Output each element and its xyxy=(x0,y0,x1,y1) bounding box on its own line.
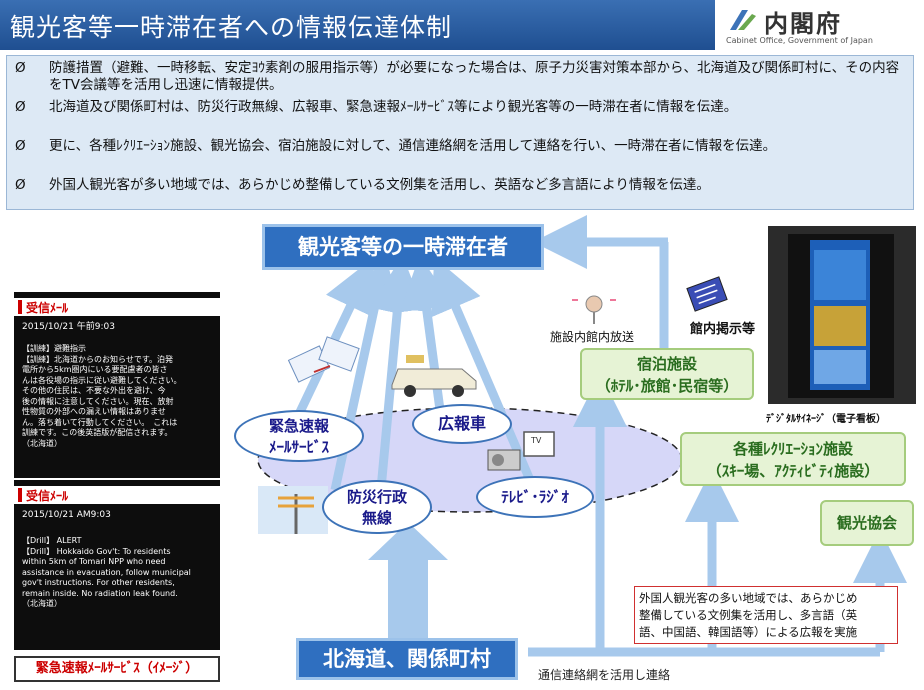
sms-jp-line: ん。落ち着いて行動してください。 これは xyxy=(22,417,178,427)
target-label: 観光客等の一時滞在者 xyxy=(298,235,508,259)
mail-service-line2: ﾒｰﾙｻｰﾋﾞｽ xyxy=(268,438,329,456)
sms-jp-line: 【訓練】避難指示 xyxy=(22,344,86,353)
bulletin-label: 館内掲示等 xyxy=(690,322,756,337)
bullet-mark: Ø xyxy=(15,138,26,154)
source-arrow xyxy=(368,522,448,660)
sms-japanese-time: 2015/10/21 午前9:03 xyxy=(22,322,115,332)
bullet-text: 外国人観光客が多い地域では、あらかじめ整備している文例集を活用し、英語など多言語… xyxy=(49,177,710,193)
bullet-text: 更に、各種ﾚｸﾘｴｰｼｮﾝ施設、観光協会、宿泊施設に対して、通信連絡網を活用して… xyxy=(49,138,777,154)
sms-jp-line: （北海道） xyxy=(22,438,62,448)
cabinet-office-logo: 内閣府 Cabinet Office, Government of Japan xyxy=(722,4,922,50)
multilingual-line3: 語、中国語、韓国語等）による広報を実施 xyxy=(639,625,858,639)
recreation-line2: （ｽｷｰ場、ｱｸﾃｨﾋﾞﾃｨ施設） xyxy=(706,462,880,480)
tv-radio-label: ﾃﾚﾋﾞ･ﾗｼﾞｵ xyxy=(501,488,569,506)
recreation-box: 各種ﾚｸﾘｴｰｼｮﾝ施設 （ｽｷｰ場、ｱｸﾃｨﾋﾞﾃｨ施設） xyxy=(680,432,906,486)
publicity-car-label: 広報車 xyxy=(437,414,486,433)
sms-jp-line: その他の住民は、不要な外出を避け、今 xyxy=(22,386,166,395)
sms-jp-line: 【訓練】北海道からのお知らせです。泊発 xyxy=(22,354,174,364)
bullet-mark: Ø xyxy=(15,60,26,76)
multilingual-line2: 整備している文例集を活用し、多言語（英 xyxy=(639,608,858,622)
logo-english: Cabinet Office, Government of Japan xyxy=(726,36,873,45)
source-caption: 通信連絡網を活用し連絡 xyxy=(538,668,671,682)
sms-english-header: 受信ﾒｰﾙ xyxy=(14,486,220,504)
target-box: 観光客等の一時滞在者 xyxy=(262,224,544,270)
sms-en-line: within 5km of Tomari NPP who need xyxy=(22,557,166,566)
tv-screen-label: TV xyxy=(531,436,542,445)
publicity-car-node: 広報車 xyxy=(412,404,512,444)
bullet-mark: Ø xyxy=(15,99,26,115)
publicity-car-icon xyxy=(391,355,477,397)
disaster-radio-line2: 無線 xyxy=(361,509,392,527)
title-bar: 観光客等一時滞在者への情報伝達体制 xyxy=(0,0,715,50)
mail-icon xyxy=(287,336,360,383)
sms-en-line: 【Drill】 ALERT xyxy=(22,536,82,545)
speaker-icon xyxy=(572,295,616,324)
source-label: 北海道、関係町村 xyxy=(323,647,491,671)
source-box: 北海道、関係町村 xyxy=(296,638,518,680)
sms-en-line: gov't instructions. For other residents, xyxy=(22,578,175,587)
signage-caption: ﾃﾞｼﾞﾀﾙｻｲﾈｰｼﾞ（電子看板） xyxy=(766,414,886,425)
radio-tv-icon xyxy=(487,431,555,471)
mail-service-line1: 緊急速報 xyxy=(268,417,329,435)
sms-jp-line: んは各役場の指示に従い避難してください。 xyxy=(22,375,182,385)
sms-jp-line: 訓練です。この後英語版が配信されます。 xyxy=(22,428,173,437)
sms-caption: 緊急速報ﾒｰﾙｻｰﾋﾞｽ（ｲﾒｰｼﾞ） xyxy=(35,661,199,676)
logo-text: 内閣府 xyxy=(764,10,842,38)
disaster-radio-node: 防災行政 無線 xyxy=(322,480,432,534)
sms-en-line: （北海道） xyxy=(22,599,62,608)
multilingual-line1: 外国人観光客の多い地域では、あらかじめ xyxy=(639,591,858,605)
digital-signage-photo xyxy=(768,226,916,404)
mail-service-node: 緊急速報 ﾒｰﾙｻｰﾋﾞｽ xyxy=(234,410,364,462)
sms-en-line: remain inside. No radiation leak found. xyxy=(22,588,178,598)
sms-jp-line: 性物質の外部への漏えい情報はありませ xyxy=(22,407,166,416)
sms-japanese-panel: 受信ﾒｰﾙ 2015/10/21 午前9:03 【訓練】避難指示 【訓練】北海道… xyxy=(14,292,220,478)
sms-japanese-header: 受信ﾒｰﾙ xyxy=(14,298,220,316)
tv-radio-node: ﾃﾚﾋﾞ･ﾗｼﾞｵ xyxy=(476,476,594,518)
recreation-line1: 各種ﾚｸﾘｴｰｼｮﾝ施設 xyxy=(732,440,853,458)
siren-pole-icon xyxy=(258,486,328,534)
summary-box: Ø 防護措置（避難、一時移転、安定ﾖｳ素剤の服用指示等）が必要になった場合は、原… xyxy=(6,55,914,210)
sms-en-line: assistance in evacuation, follow municip… xyxy=(22,567,191,577)
bullet-text: 北海道及び関係町村は、防災行政無線、広報車、緊急速報ﾒｰﾙｻｰﾋﾞｽ等により観光… xyxy=(49,99,738,115)
sms-caption-box: 緊急速報ﾒｰﾙｻｰﾋﾞｽ（ｲﾒｰｼﾞ） xyxy=(14,656,220,682)
tourism-association-box: 観光協会 xyxy=(820,500,914,546)
bullet-mark: Ø xyxy=(15,177,26,193)
sms-jp-line: 電所から5km圏内にいる要配慮者の皆さ xyxy=(22,365,168,374)
sms-english-time: 2015/10/21 AM9:03 xyxy=(22,510,111,520)
sms-en-line: 【Drill】 Hokkaido Gov't: To residents xyxy=(22,546,171,556)
lodging-line1: 宿泊施設 xyxy=(636,355,697,373)
multilingual-note: 外国人観光客の多い地域では、あらかじめ 整備している文例集を活用し、多言語（英 … xyxy=(634,586,898,644)
sms-jp-line: 後の情報に注意してください。現在、放射 xyxy=(22,396,174,406)
bulletin-icon xyxy=(686,276,728,312)
disaster-radio-line1: 防災行政 xyxy=(346,488,407,506)
tourism-association-label: 観光協会 xyxy=(836,514,897,532)
logo-mark-icon xyxy=(730,10,756,30)
facility-broadcast-label: 施設内館内放送 xyxy=(550,330,635,344)
sms-english-panel: 受信ﾒｰﾙ 2015/10/21 AM9:03 【Drill】 ALERT 【D… xyxy=(14,480,220,650)
page-title: 観光客等一時滞在者への情報伝達体制 xyxy=(10,13,453,42)
bullet-text: 防護措置（避難、一時移転、安定ﾖｳ素剤の服用指示等）が必要になった場合は、原子力… xyxy=(49,60,900,93)
lodging-box: 宿泊施設 （ﾎﾃﾙ･旅館･民宿等） xyxy=(580,348,754,400)
lodging-line2: （ﾎﾃﾙ･旅館･民宿等） xyxy=(595,377,739,395)
